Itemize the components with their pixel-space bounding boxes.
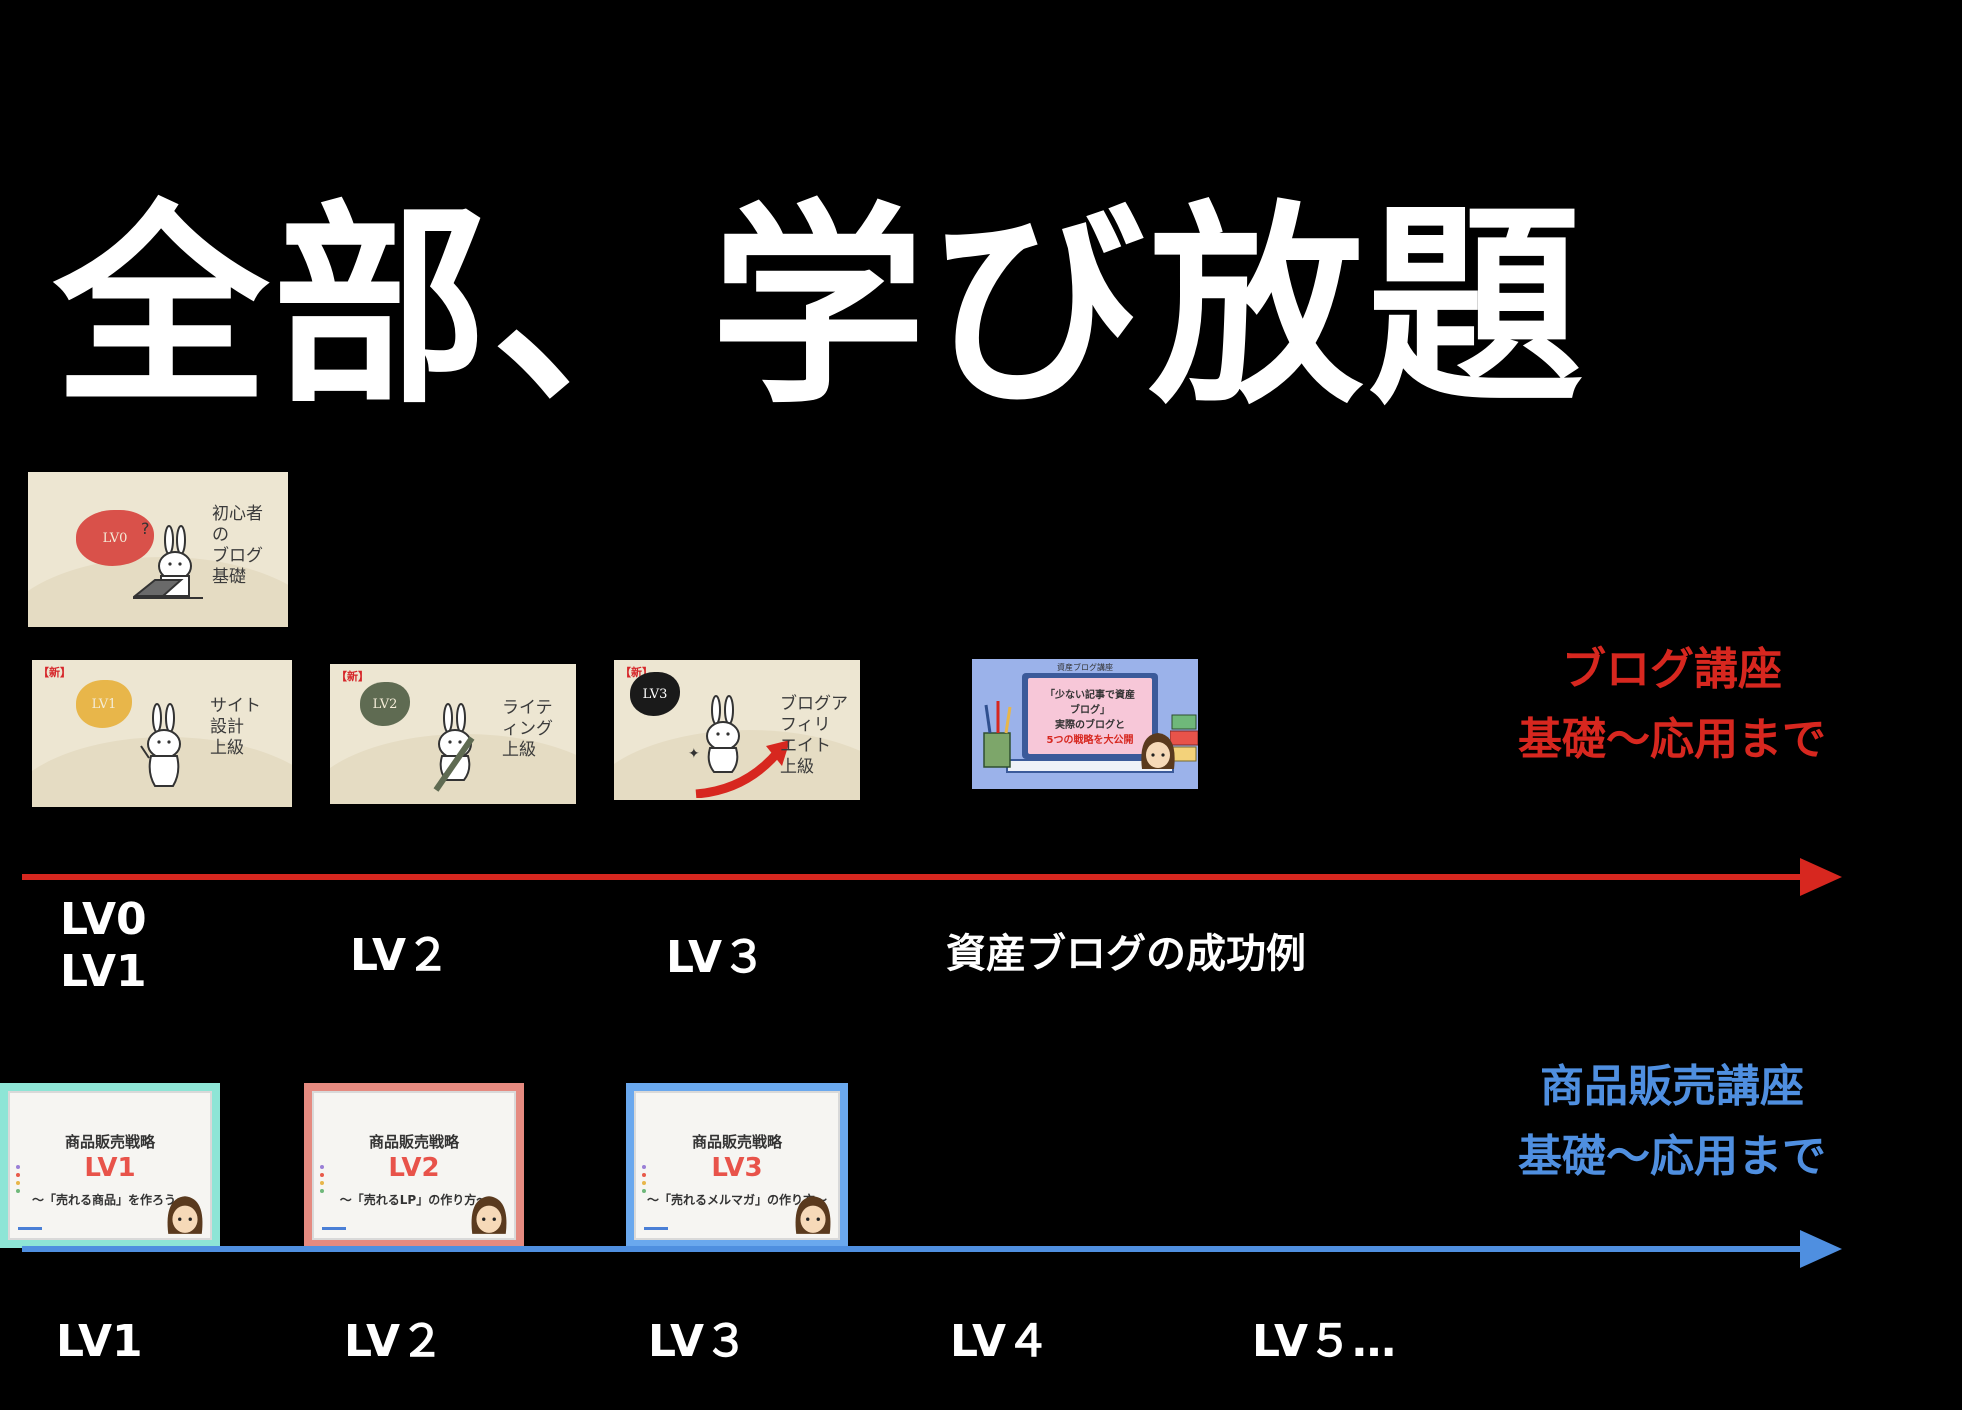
thumbnail-title: ライテ ィング 上級 (502, 698, 553, 760)
blog-label-lv2: LV２ (350, 930, 451, 981)
level-badge: LV2 (360, 682, 410, 726)
blog-thumbnail-lv1[interactable]: 【新】 LV1 サイト 設計 上級 (32, 660, 292, 807)
blog-label-lv0-lv1: LV0 LV1 (60, 894, 147, 997)
slide-subtitle: 〜「売れるLP」の作り方〜 (339, 1193, 489, 1207)
product-label-lv1: LV1 (56, 1316, 143, 1367)
slide-card: 商品販売戦略 LV1 〜「売れる商品」を作ろう〜 (8, 1091, 212, 1240)
slide-card: 商品販売戦略 LV2 〜「売れるLP」の作り方〜 (312, 1091, 516, 1240)
blog-thumbnail-lv0[interactable]: LV0 ? 初心者 の ブログ 基礎 (28, 472, 288, 627)
slide-dots (320, 1165, 324, 1197)
svg-text:✦: ✦ (688, 746, 700, 762)
books-icon (1170, 714, 1198, 762)
slide-bar (644, 1227, 668, 1230)
product-label-lv4: LV４ (950, 1316, 1051, 1367)
blog-label-success-case: 資産ブログの成功例 (946, 931, 1306, 977)
blog-case-thumbnail[interactable]: 資産ブログ講座 「少ない記事で資産 ブログ」 実際のブログと 5つの戦略を大公開 (972, 659, 1198, 789)
thumbnail-title: サイト 設計 上級 (210, 696, 261, 758)
slide-dots (16, 1165, 20, 1197)
blog-level-arrow (22, 858, 1842, 896)
product-label-lv3: LV３ (648, 1316, 749, 1367)
slide-card: 商品販売戦略 LV3 〜「売れるメルマガ」の作り方〜 (634, 1091, 840, 1240)
new-tag: 【新】 (336, 670, 369, 683)
product-level-arrow (22, 1230, 1842, 1268)
slide-bar (18, 1227, 42, 1230)
slide-level: LV2 (388, 1153, 440, 1183)
product-course-name: 商品販売講座 (1540, 1061, 1804, 1112)
slide-subtitle: 〜「売れるメルマガ」の作り方〜 (646, 1193, 827, 1207)
slide-heading: 商品販売戦略 (691, 1133, 782, 1151)
rabbit-laptop-icon: ? (133, 519, 203, 599)
svg-text:?: ? (141, 519, 150, 538)
product-label-lv2: LV２ (344, 1316, 445, 1367)
case-line2: ブログ」 (1070, 705, 1110, 716)
pencil-cup-icon (983, 701, 1012, 768)
product-thumbnail-lv3[interactable]: 商品販売戦略 LV3 〜「売れるメルマガ」の作り方〜 (626, 1083, 848, 1248)
slide-subtitle: 〜「売れる商品」を作ろう〜 (31, 1193, 188, 1207)
avatar-icon (795, 1196, 831, 1234)
avatar-icon (471, 1196, 507, 1234)
level-badge: LV1 (76, 680, 132, 728)
page-title: 全部、学び放題 (53, 182, 1587, 433)
slide-level: LV1 (84, 1153, 136, 1183)
rabbit-pen-icon (433, 703, 475, 792)
product-thumbnail-lv1[interactable]: 商品販売戦略 LV1 〜「売れる商品」を作ろう〜 (0, 1083, 220, 1248)
rabbit-arrow-icon: ✦ (688, 695, 790, 798)
laptop-display: 「少ない記事で資産 ブログ」 実際のブログと 5つの戦略を大公開 (1028, 678, 1152, 754)
slide-heading: 商品販売戦略 (368, 1133, 459, 1151)
case-line1: 「少ない記事で資産 (1045, 690, 1135, 701)
avatar-icon (167, 1196, 203, 1234)
blog-label-lv3: LV３ (666, 932, 767, 983)
level-badge: LV0 (76, 510, 154, 566)
level-badge: LV3 (630, 672, 680, 716)
case-header: 資産ブログ講座 (1057, 663, 1113, 672)
case-line3: 実際のブログと (1055, 720, 1125, 731)
slide-dots (642, 1165, 646, 1197)
thumbnail-title: ブログア フィリ エイト 上級 (780, 694, 848, 777)
product-thumbnail-lv2[interactable]: 商品販売戦略 LV2 〜「売れるLP」の作り方〜 (304, 1083, 524, 1248)
slide-level: LV3 (711, 1153, 763, 1183)
slide-heading: 商品販売戦略 (64, 1133, 155, 1151)
new-tag: 【新】 (38, 666, 71, 679)
blog-thumbnail-lv2[interactable]: 【新】 LV2 ライテ ィング 上級 (330, 664, 576, 804)
product-course-scope: 基礎〜応用まで (1518, 1131, 1826, 1182)
avatar-icon (1141, 733, 1175, 769)
blog-course-scope: 基礎〜応用まで (1518, 714, 1826, 765)
blog-thumbnail-lv3[interactable]: 【新】 LV3 ✦ ブログア フィリ エイト 上級 (614, 660, 860, 800)
product-label-lv5: LV５… (1252, 1316, 1397, 1367)
blog-course-name: ブログ講座 (1562, 644, 1782, 695)
thumbnail-title: 初心者 の ブログ 基礎 (212, 504, 263, 587)
case-line4: 5つの戦略を大公開 (1046, 735, 1134, 746)
rabbit-icon (140, 703, 181, 787)
slide-bar (322, 1227, 346, 1230)
